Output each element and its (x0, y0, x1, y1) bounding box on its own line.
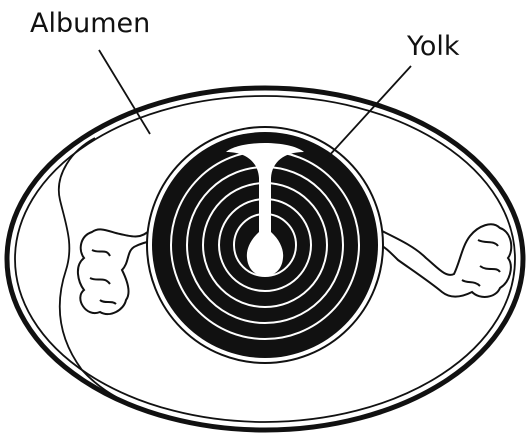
yolk-label: Yolk (407, 33, 460, 60)
chalaza-right (378, 224, 511, 297)
albumen-label: Albumen (30, 10, 150, 37)
chalaza-left (78, 229, 152, 314)
yolk (147, 127, 383, 363)
